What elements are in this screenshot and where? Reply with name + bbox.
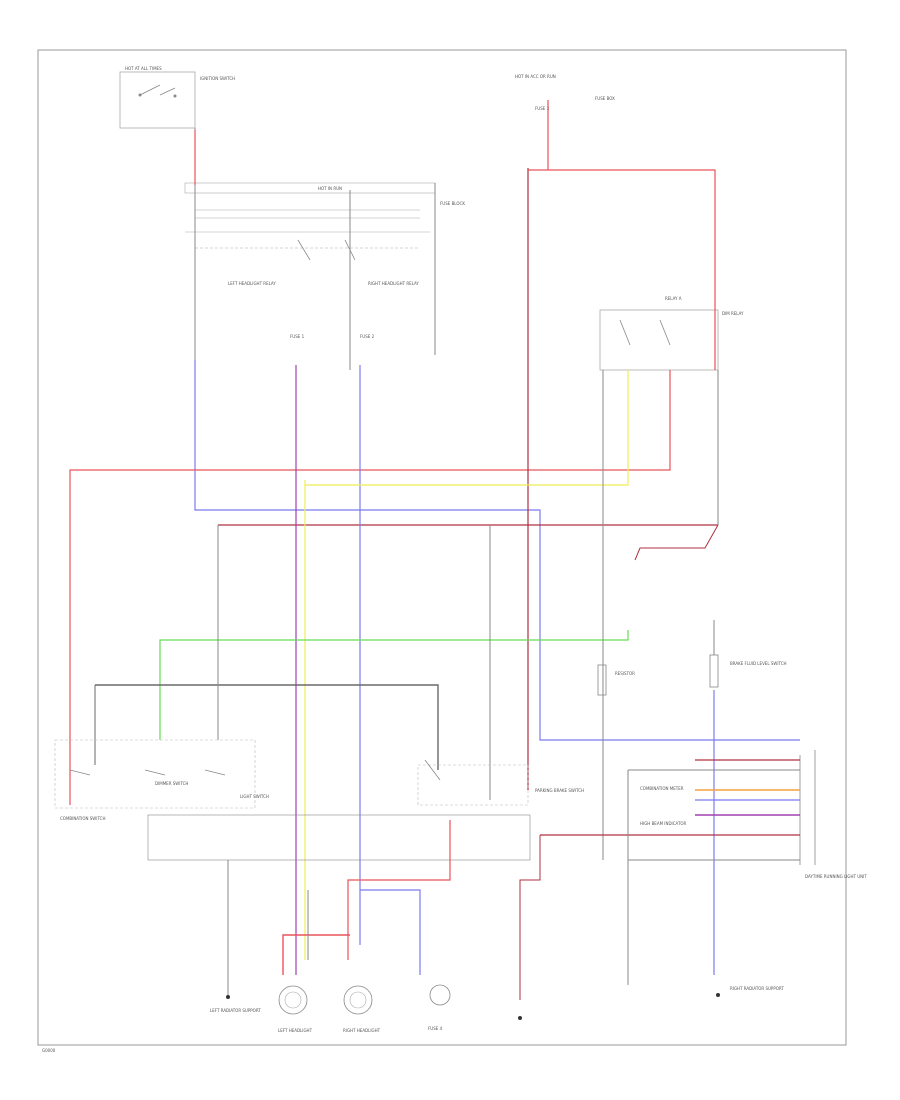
- parking-brake-label: PARKING BRAKE SWITCH: [535, 788, 584, 793]
- right-headlight: RIGHT HEADLIGHT: [343, 985, 381, 1033]
- wire-darkred-top: [528, 169, 716, 370]
- left-headlight-relay: LEFT HEADLIGHT RELAY: [228, 239, 311, 286]
- wire-red-horizontal: [69, 370, 671, 805]
- wire-gray-switchbox: [95, 684, 439, 770]
- brake-fluid-label: BRAKE FLUID LEVEL SWITCH: [730, 661, 787, 666]
- ground-bottom: [518, 1016, 522, 1020]
- fuse-label-4: FUSE 4: [428, 1026, 443, 1031]
- right-headlight-relay: RIGHT HEADLIGHT RELAY: [344, 239, 419, 286]
- wire-blue-left: [194, 360, 800, 741]
- fuse-label-1: FUSE 1: [290, 334, 305, 339]
- combination-switch-label: COMBINATION SWITCH: [60, 816, 105, 821]
- drl-unit-label: DAYTIME RUNNING LIGHT UNIT: [805, 874, 867, 879]
- diagram-frame: [37, 49, 847, 1046]
- fuse-label-3: FUSE 3: [535, 106, 550, 111]
- light-switch-label: LIGHT SWITCH: [240, 794, 269, 799]
- right-ground-label: RIGHT RADIATOR SUPPORT: [730, 986, 784, 991]
- left-ground-label: LEFT RADIATOR SUPPORT: [210, 1008, 261, 1013]
- switch-lower-frame: [147, 814, 531, 861]
- combination-switch-box: COMBINATION SWITCH DIMMER SWITCH LIGHT S…: [54, 739, 269, 821]
- resistor-symbol: [597, 664, 607, 696]
- wire-darkred-diag: [634, 524, 719, 561]
- left-headlight-label: LEFT HEADLIGHT: [278, 1028, 313, 1033]
- hot-all-times-left-label: HOT AT ALL TIMES: [125, 66, 162, 71]
- ignition-switch-label: IGNITION SWITCH: [200, 76, 235, 81]
- fuse-label-2: FUSE 2: [360, 334, 375, 339]
- dim-relay-label: DIM RELAY: [722, 311, 744, 316]
- dimmer-switch-label: DIMMER SWITCH: [155, 781, 188, 786]
- high-beam-indicator-label: HIGH BEAM INDICATOR: [640, 821, 687, 826]
- wire-darkred-low: [519, 835, 541, 1000]
- hot-in-run-label: HOT IN RUN: [318, 186, 342, 191]
- resistor-label: RESISTOR: [615, 671, 635, 676]
- relay-a-label: RELAY A: [665, 296, 682, 301]
- left-ground: LEFT RADIATOR SUPPORT: [210, 995, 261, 1013]
- parking-brake-switch: PARKING BRAKE SWITCH: [417, 759, 584, 806]
- wire-red-box: [282, 934, 350, 975]
- fuse-block-label: FUSE BLOCK: [440, 201, 465, 206]
- wire-blue-lower: [360, 889, 421, 975]
- fuse-block-top: HOT IN RUN FUSE BLOCK: [184, 182, 465, 249]
- fuse-box-label: FUSE BOX: [595, 96, 615, 101]
- indicator-lamp: FUSE 4: [428, 984, 451, 1031]
- right-relay-label: RIGHT HEADLIGHT RELAY: [368, 281, 419, 286]
- wire-red-lower: [347, 820, 451, 960]
- ignition-switch-box: HOT AT ALL TIMES IGNITION SWITCH: [119, 66, 235, 129]
- relay-a-box: RELAY A DIM RELAY: [599, 296, 744, 371]
- left-headlight: LEFT HEADLIGHT: [278, 985, 313, 1033]
- hot-acc-run-block: HOT IN ACC OR RUN FUSE BOX FUSE 3: [515, 74, 615, 111]
- right-ground: RIGHT RADIATOR SUPPORT: [716, 986, 784, 997]
- brake-fluid-symbol: [709, 654, 719, 688]
- combination-meter-label: COMBINATION METER: [640, 786, 684, 791]
- left-relay-label: LEFT HEADLIGHT RELAY: [228, 281, 276, 286]
- wire-green: [159, 630, 629, 740]
- hot-acc-run-label: HOT IN ACC OR RUN: [515, 74, 556, 79]
- right-headlight-label: RIGHT HEADLIGHT: [343, 1028, 381, 1033]
- wire-yellow-top: [305, 370, 629, 486]
- drl-connector: DAYTIME RUNNING LIGHT UNIT COMBINATION M…: [540, 750, 867, 879]
- footer-code: G0000: [42, 1048, 56, 1053]
